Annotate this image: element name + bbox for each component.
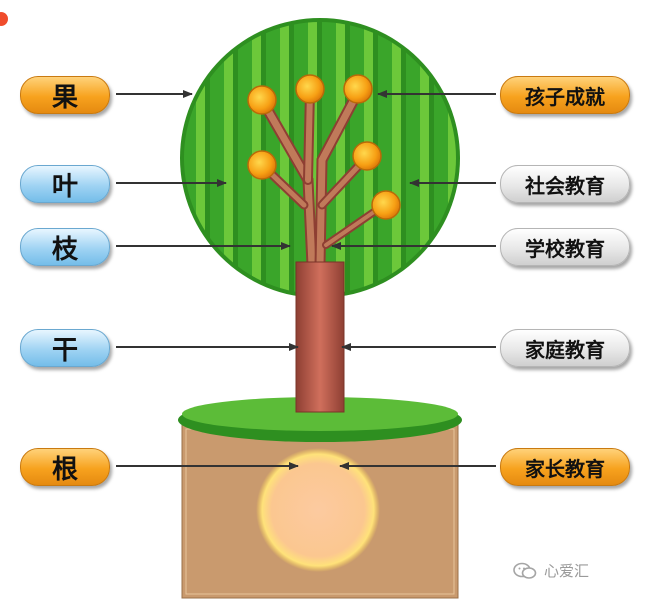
trunk [295, 261, 345, 413]
corner-dot [0, 12, 8, 26]
label-root: 根 [20, 448, 110, 486]
fruit [371, 190, 401, 220]
label-school-education: 学校教育 [500, 228, 630, 266]
label-trunk: 干 [20, 329, 110, 367]
watermark: 心爱汇 [512, 560, 589, 581]
root-glow [256, 448, 380, 572]
watermark-text: 心爱汇 [544, 562, 590, 580]
label-fruit: 果 [20, 76, 110, 114]
fruit [247, 150, 277, 180]
label-child-achievement: 孩子成就 [500, 76, 630, 114]
fruit [295, 74, 325, 104]
wechat-icon [513, 562, 537, 579]
fruit [352, 141, 382, 171]
label-branch: 枝 [20, 228, 110, 266]
label-social-education: 社会教育 [500, 165, 630, 203]
grass-ellipse [178, 397, 462, 442]
fruits [247, 74, 401, 220]
arrows [116, 90, 496, 470]
label-parent-education: 家长教育 [500, 448, 630, 486]
fruit [343, 74, 373, 104]
fruit [247, 85, 277, 115]
label-leaf: 叶 [20, 165, 110, 203]
label-family-education: 家庭教育 [500, 329, 630, 367]
